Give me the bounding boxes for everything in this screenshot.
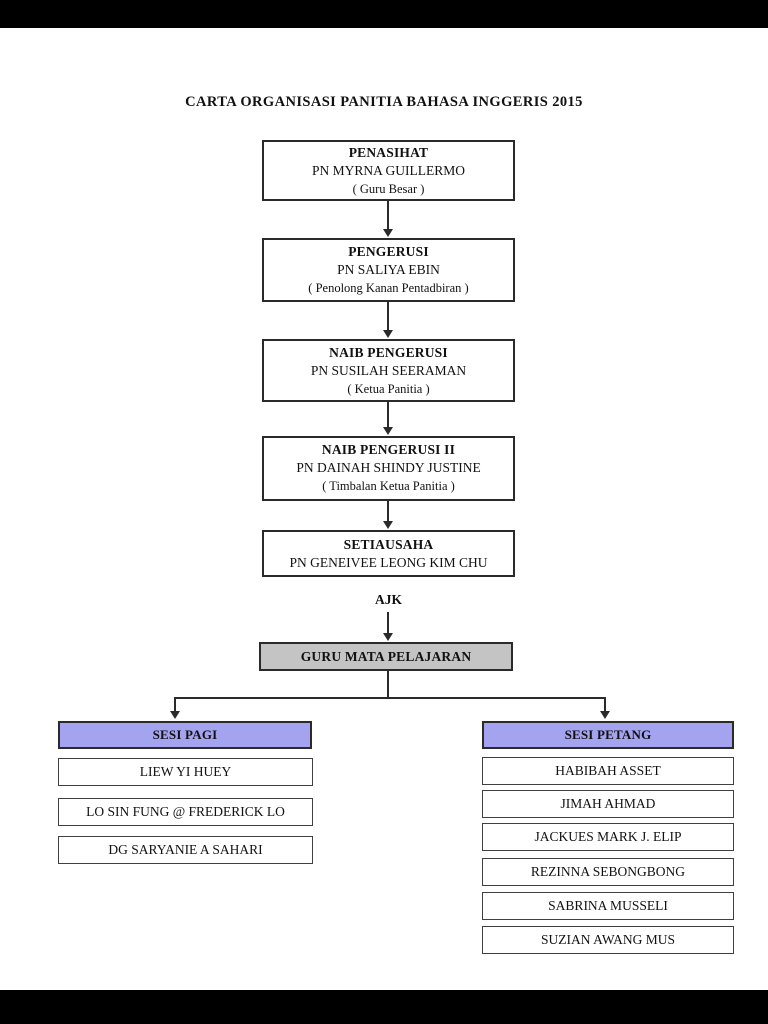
org-box-pengerusi: PENGERUSI PN SALIYA EBIN ( Penolong Kana… [262,238,515,302]
connector-line [387,302,389,331]
session-header-petang: SESI PETANG [482,721,734,749]
page-title: CARTA ORGANISASI PANITIA BAHASA INGGERIS… [185,94,583,110]
session-member: LIEW YI HUEY [58,758,313,786]
arrow-down-icon [170,711,180,719]
role-note: ( Ketua Panitia ) [347,382,430,396]
session-member: DG SARYANIE A SAHARI [58,836,313,864]
connector-line [387,671,389,699]
session-member: SUZIAN AWANG MUS [482,926,734,954]
guru-mata-pelajaran-box: GURU MATA PELAJARAN [259,642,513,671]
role-label: PENGERUSI [348,244,429,259]
org-box-penasihat: PENASIHAT PN MYRNA GUILLERMO ( Guru Besa… [262,140,515,201]
letterbox-bottom [0,990,768,1024]
member-name: HABIBAH ASSET [555,763,661,778]
person-name: PN SUSILAH SEERAMAN [310,363,467,378]
org-box-naib-pengerusi-ii: NAIB PENGERUSI II PN DAINAH SHINDY JUSTI… [262,436,515,501]
connector-line [174,697,176,712]
role-label: NAIB PENGERUSI II [321,442,456,457]
org-box-naib-pengerusi: NAIB PENGERUSI PN SUSILAH SEERAMAN ( Ket… [262,339,515,402]
person-name: PN GENEIVEE LEONG KIM CHU [289,555,488,570]
person-name: PN DAINAH SHINDY JUSTINE [296,460,481,475]
member-name: SUZIAN AWANG MUS [541,932,675,947]
connector-line [387,612,389,634]
connector-line [174,697,606,699]
guru-label: GURU MATA PELAJARAN [300,648,472,664]
member-name: LO SIN FUNG @ FREDERICK LO [86,804,285,819]
letterbox-top [0,0,768,28]
member-name: LIEW YI HUEY [139,764,232,779]
session-member: JIMAH AHMAD [482,790,734,818]
member-name: DG SARYANIE A SAHARI [108,842,263,857]
arrow-down-icon [600,711,610,719]
role-label: SETIAUSAHA [343,537,434,552]
session-header-pagi: SESI PAGI [58,721,312,749]
member-name: JACKUES MARK J. ELIP [534,829,682,844]
session-member: REZINNA SEBONGBONG [482,858,734,886]
person-name: PN SALIYA EBIN [337,262,440,277]
arrow-down-icon [383,633,393,641]
session-member: HABIBAH ASSET [482,757,734,785]
connector-line [387,402,389,429]
session-member: JACKUES MARK J. ELIP [482,823,734,851]
session-member: SABRINA MUSSELI [482,892,734,920]
role-label: NAIB PENGERUSI [329,345,448,360]
role-note: ( Timbalan Ketua Panitia ) [322,479,455,493]
person-name: PN MYRNA GUILLERMO [311,163,465,178]
session-title: SESI PAGI [152,727,218,742]
arrow-down-icon [383,521,393,529]
arrow-down-icon [383,330,393,338]
arrow-down-icon [383,427,393,435]
connector-line [387,201,389,230]
member-name: SABRINA MUSSELI [548,898,668,913]
org-box-setiausaha: SETIAUSAHA PN GENEIVEE LEONG KIM CHU [262,530,515,577]
arrow-down-icon [383,229,393,237]
member-name: REZINNA SEBONGBONG [530,864,686,879]
session-member: LO SIN FUNG @ FREDERICK LO [58,798,313,826]
role-label: PENASIHAT [348,145,429,160]
role-note: ( Penolong Kanan Pentadbiran ) [308,281,469,295]
ajk-label: AJK [375,592,402,607]
member-name: JIMAH AHMAD [560,796,656,811]
connector-line [604,697,606,712]
role-note: ( Guru Besar ) [352,182,425,196]
session-title: SESI PETANG [564,727,652,742]
connector-line [387,501,389,522]
